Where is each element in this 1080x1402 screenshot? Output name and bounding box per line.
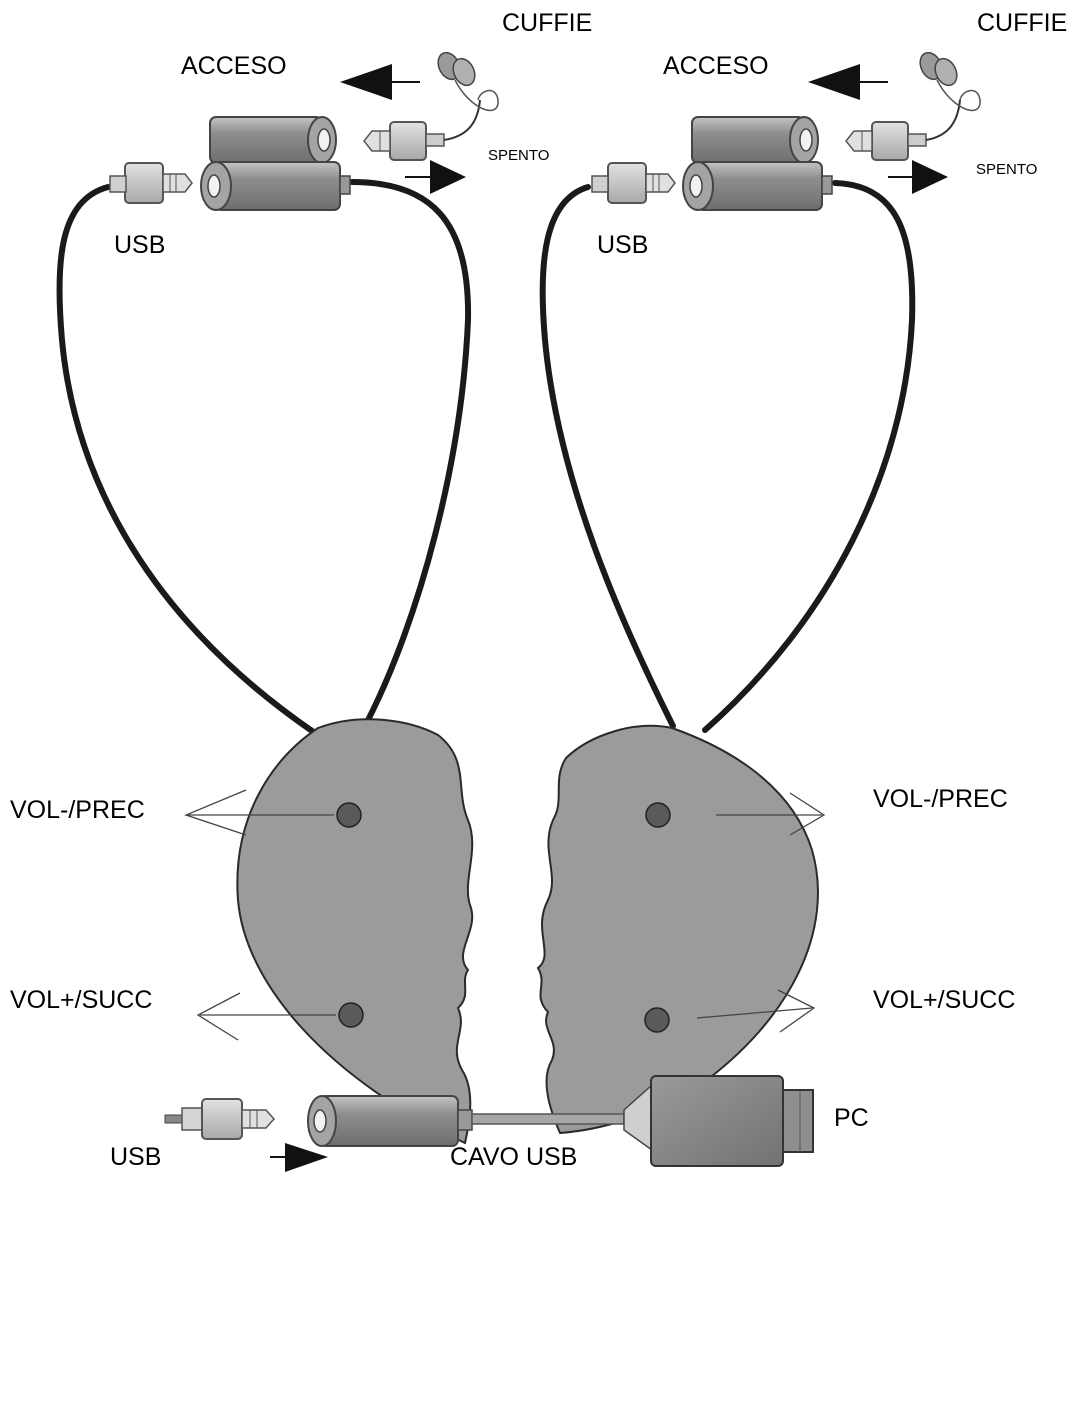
right-player [536,51,981,1135]
left-off-label: SPENTO [488,147,550,164]
left-vol-up-button [338,1002,364,1028]
right-on-label: ACCESO [663,52,769,80]
usb-connection [164,1075,814,1172]
right-usb-label: USB [597,231,649,259]
left-upper-cylinder [209,116,323,164]
pc-label: PC [834,1104,869,1132]
right-upper-cylinder [691,116,805,164]
right-vol-down-button [645,802,671,828]
left-lower-cylinder [214,161,341,211]
right-off-label: SPENTO [976,161,1038,178]
left-vol-down-callout [184,789,334,836]
right-vol-up-button [644,1007,670,1033]
cable-jack-cylinder [319,1095,459,1147]
right-lower-cylinder [696,161,823,211]
left-player [56,51,499,1145]
left-usb-plug [109,162,193,204]
usb-cable-label: CAVO USB [450,1143,578,1171]
right-headphones-label: CUFFIE [977,9,1068,37]
left-vol-down-prev-label: VOL-/PREC [10,796,145,824]
right-vol-up-next-label: VOL+/SUCC [873,986,1016,1014]
left-vol-down-button [336,802,362,828]
left-on-label: ACCESO [181,52,287,80]
left-vol-up-next-label: VOL+/SUCC [10,986,153,1014]
right-vol-up-callout [696,989,816,1033]
left-headphones-label: CUFFIE [502,9,593,37]
insert-arrow-icon [285,1143,328,1172]
left-neck-cord [56,184,318,736]
left-vol-up-callout [196,992,336,1041]
left-on-arrow-icon [340,64,392,100]
bottom-usb-label: USB [110,1143,162,1171]
pc-connector [623,1075,814,1167]
usb-cable-wire [471,1113,625,1125]
left-earbuds-icon [437,51,499,111]
right-headphone-plug [845,99,961,161]
bottom-usb-plug [164,1098,276,1140]
right-earbuds-icon [919,51,981,111]
left-headphone-plug [363,99,481,161]
right-heart-half [536,724,819,1135]
right-off-arrow-icon [912,160,948,194]
left-heart-half [236,718,474,1145]
left-off-arrow-icon [430,160,466,194]
right-on-arrow-icon [808,64,860,100]
right-usb-plug [591,162,676,204]
left-usb-label: USB [114,231,166,259]
right-vol-down-prev-label: VOL-/PREC [873,785,1008,813]
right-vol-down-callout [716,792,826,836]
right-neck-cord [539,184,676,729]
